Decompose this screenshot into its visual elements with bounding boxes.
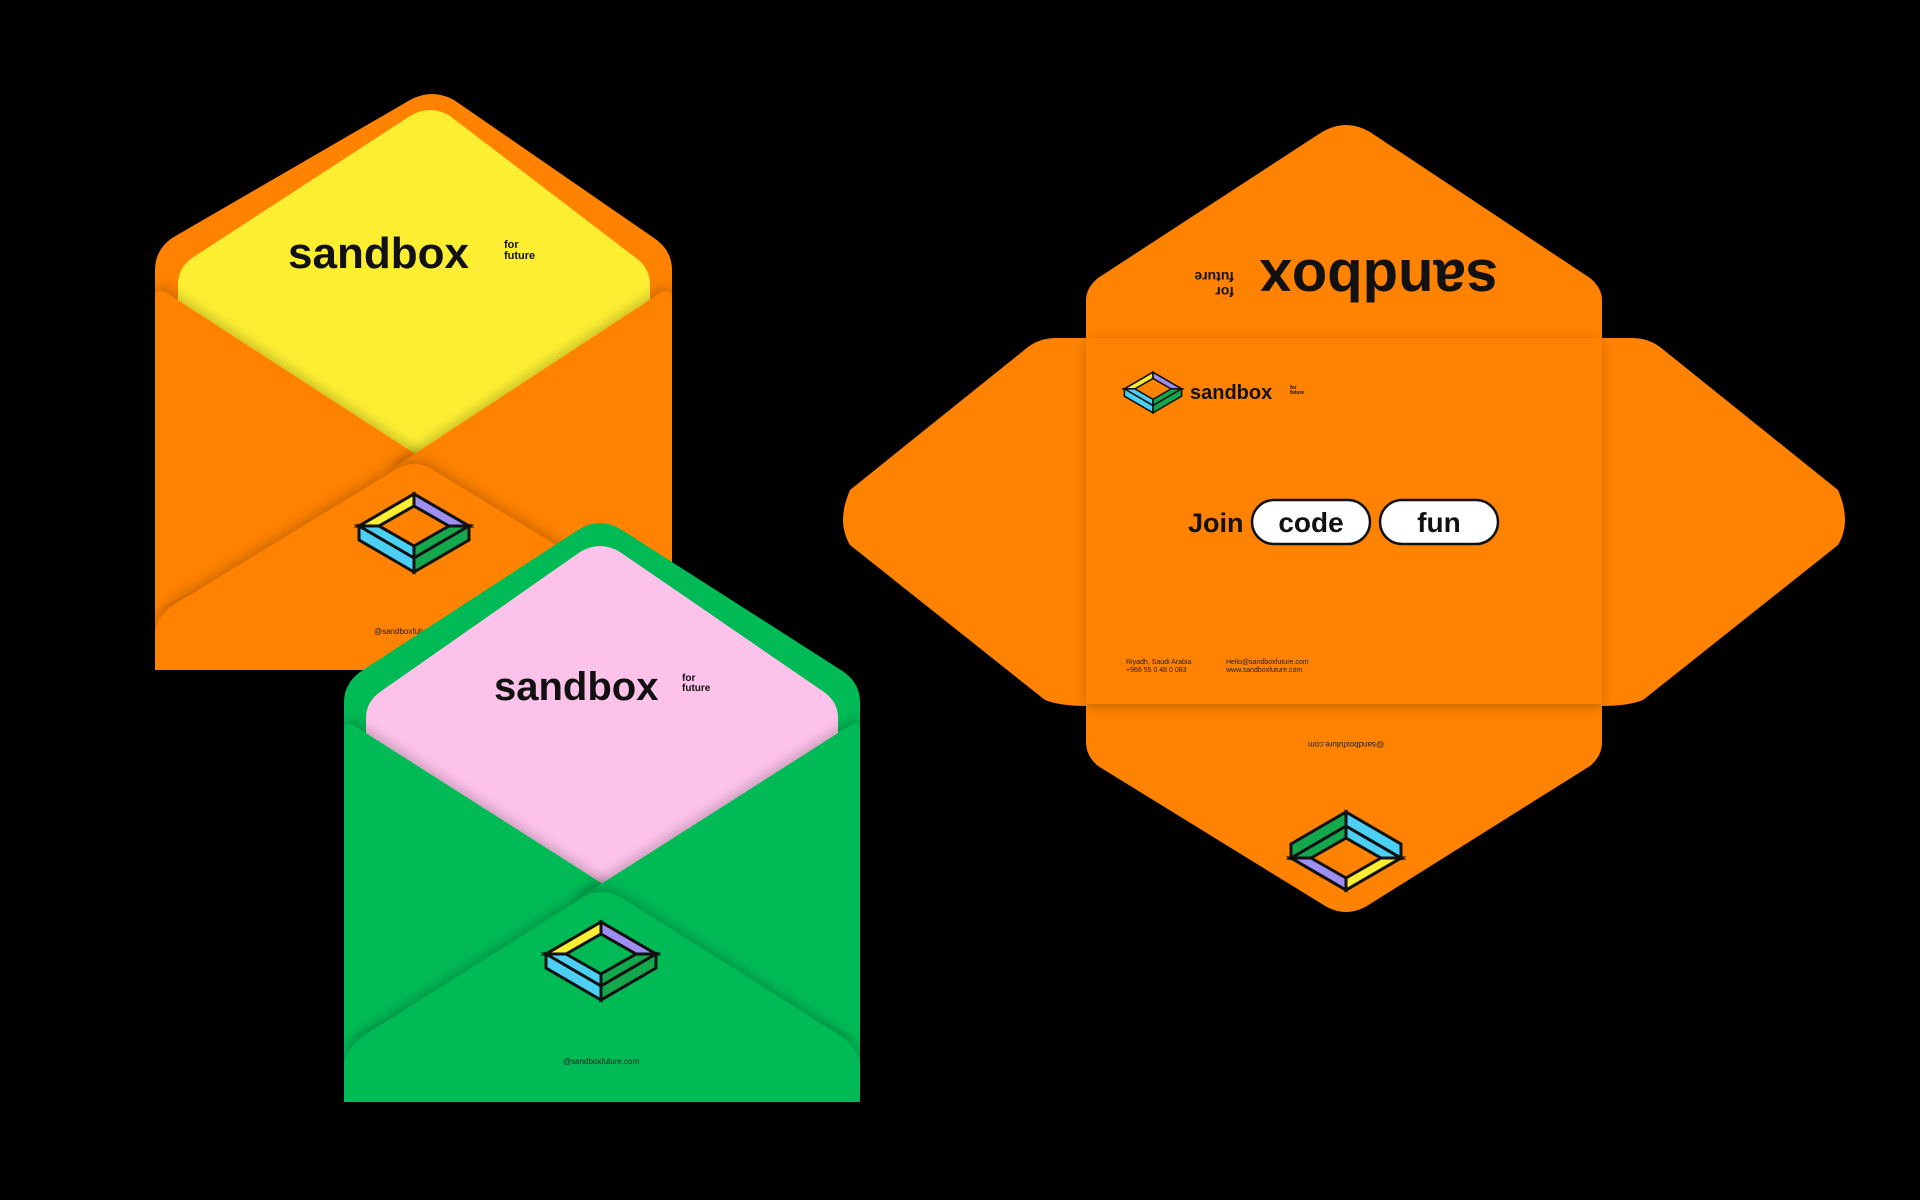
code-pill-label: code (1278, 507, 1343, 538)
flat-top-tagline-1: for (1215, 284, 1234, 300)
green-envelope-handle: @sandboxfuture.com (563, 1057, 639, 1066)
address-line-1: Riyadh, Saudi Arabia (1126, 659, 1191, 666)
orange-envelope-handle: @sandboxfuture.com (374, 627, 450, 636)
flat-panel-tagline-2: future (1290, 390, 1304, 396)
flat-top-flap-wordmark: sandbox for future (1194, 247, 1498, 312)
join-label: Join (1188, 508, 1244, 538)
orange-letter-tagline-2: future (504, 250, 535, 262)
fun-pill (1378, 498, 1500, 546)
green-letter-wordmark: sandbox (494, 665, 658, 709)
address-line-2: +966 55 0 48 0 083 (1126, 667, 1187, 674)
flat-top-tagline-2: future (1194, 269, 1234, 285)
contact-website: www.sandboxfuture.com (1225, 667, 1302, 674)
flat-envelope-template: sandbox for future sandbox for future Jo… (843, 125, 1845, 912)
orange-envelope-letter-logo: sandbox for future (288, 229, 535, 278)
flat-panel-wordmark: sandbox (1190, 382, 1272, 404)
flat-bottom-flap-handle: @sandboxfuture.com (1308, 740, 1384, 749)
green-letter-tagline-2: future (682, 683, 711, 694)
orange-letter-tagline-1: for (504, 239, 519, 251)
contact-email: Hello@sandboxfuture.com (1226, 659, 1309, 666)
code-pill (1250, 498, 1372, 546)
envelope-green: sandbox for future @sandboxfuture.com (344, 523, 860, 1102)
green-envelope-letter-logo: sandbox for future (494, 665, 711, 709)
green-letter-tagline-1: for (682, 673, 695, 684)
flat-panel-tagline-1: for (1290, 385, 1297, 391)
fun-pill-label: fun (1417, 507, 1461, 538)
flat-bottom-handle-text: @sandboxfuture.com (1308, 740, 1384, 749)
flat-top-wordmark-text: sandbox (1260, 247, 1499, 312)
orange-letter-wordmark: sandbox (288, 229, 469, 278)
